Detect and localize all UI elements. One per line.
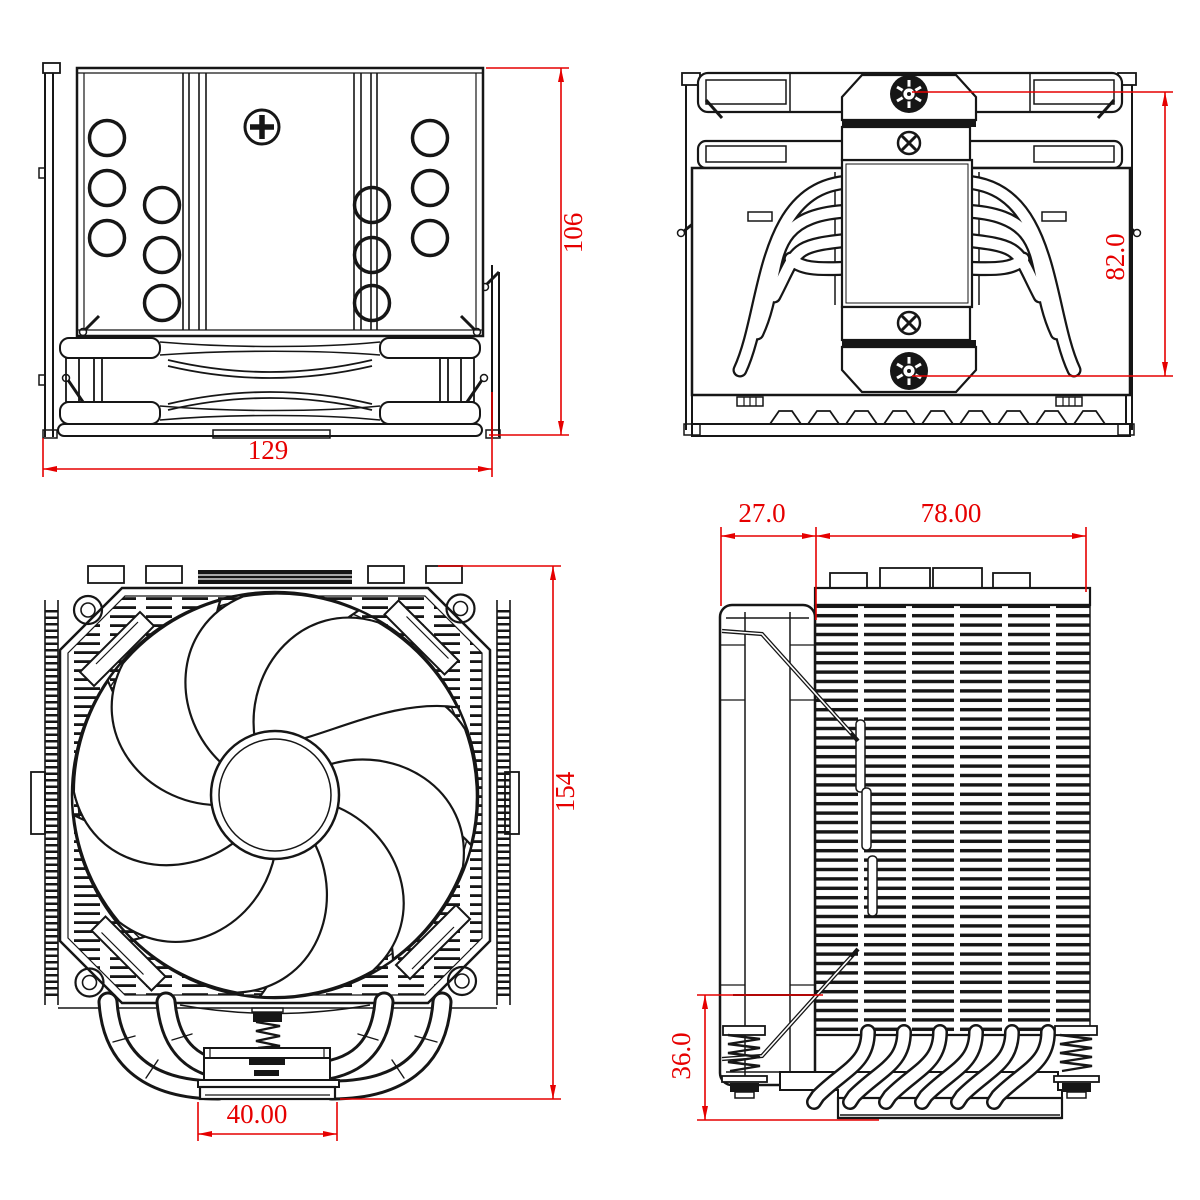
dim-label-82: 82.0 xyxy=(1100,233,1130,280)
top-view xyxy=(38,62,501,439)
dimension-screw-pitch-82: 82.0 xyxy=(912,91,1173,377)
right-clip-bar xyxy=(480,265,501,439)
dim-label-40: 40.00 xyxy=(227,1099,288,1129)
fin-top-plate xyxy=(813,567,1092,607)
dim-label-78: 78.00 xyxy=(921,498,982,528)
dimension-height-154: 154 xyxy=(340,565,580,1100)
dimension-height-106: 106 xyxy=(486,67,588,436)
dimension-depths-27-78: 27.0 78.00 xyxy=(720,498,1087,620)
dim-label-154: 154 xyxy=(550,771,580,812)
fan-side-profile xyxy=(718,603,817,1087)
heatpipe-holes xyxy=(87,118,450,323)
top-spring-screw-bracket xyxy=(840,73,978,162)
left-clip-bar xyxy=(38,62,61,439)
serrated-fin-edge xyxy=(691,396,1131,437)
left-spring-screw xyxy=(721,1025,768,1099)
dimension-base-width-40: 40.00 xyxy=(197,1099,338,1141)
fan-wire-clips xyxy=(721,628,860,1062)
dimension-base-height-36: 36.0 xyxy=(666,994,879,1121)
side-view xyxy=(718,567,1100,1120)
heatpipes xyxy=(732,174,1082,378)
fan-blades xyxy=(72,592,478,999)
dim-label-36: 36.0 xyxy=(666,1032,696,1079)
heatsink-behind xyxy=(30,565,520,1009)
fan-clip-assembly xyxy=(57,335,489,439)
cold-plate xyxy=(840,158,974,309)
base-assembly xyxy=(197,1007,340,1101)
bottom-spring-screw-bracket xyxy=(840,305,978,394)
side-heatpipes xyxy=(806,1024,1056,1110)
fan-hub xyxy=(209,729,341,861)
corner-screw-brace xyxy=(72,594,156,688)
dim-label-106: 106 xyxy=(558,213,588,254)
fin-stack xyxy=(813,603,1091,1037)
right-spring-screw xyxy=(1053,1025,1100,1099)
phillips-screw-icon xyxy=(243,108,281,146)
front-view xyxy=(30,565,520,1101)
dim-label-129: 129 xyxy=(248,435,289,465)
dim-label-27: 27.0 xyxy=(738,498,785,528)
mounting-view xyxy=(676,71,1142,437)
dimension-annotations: 129 106 82.0 154 xyxy=(42,67,1173,1141)
